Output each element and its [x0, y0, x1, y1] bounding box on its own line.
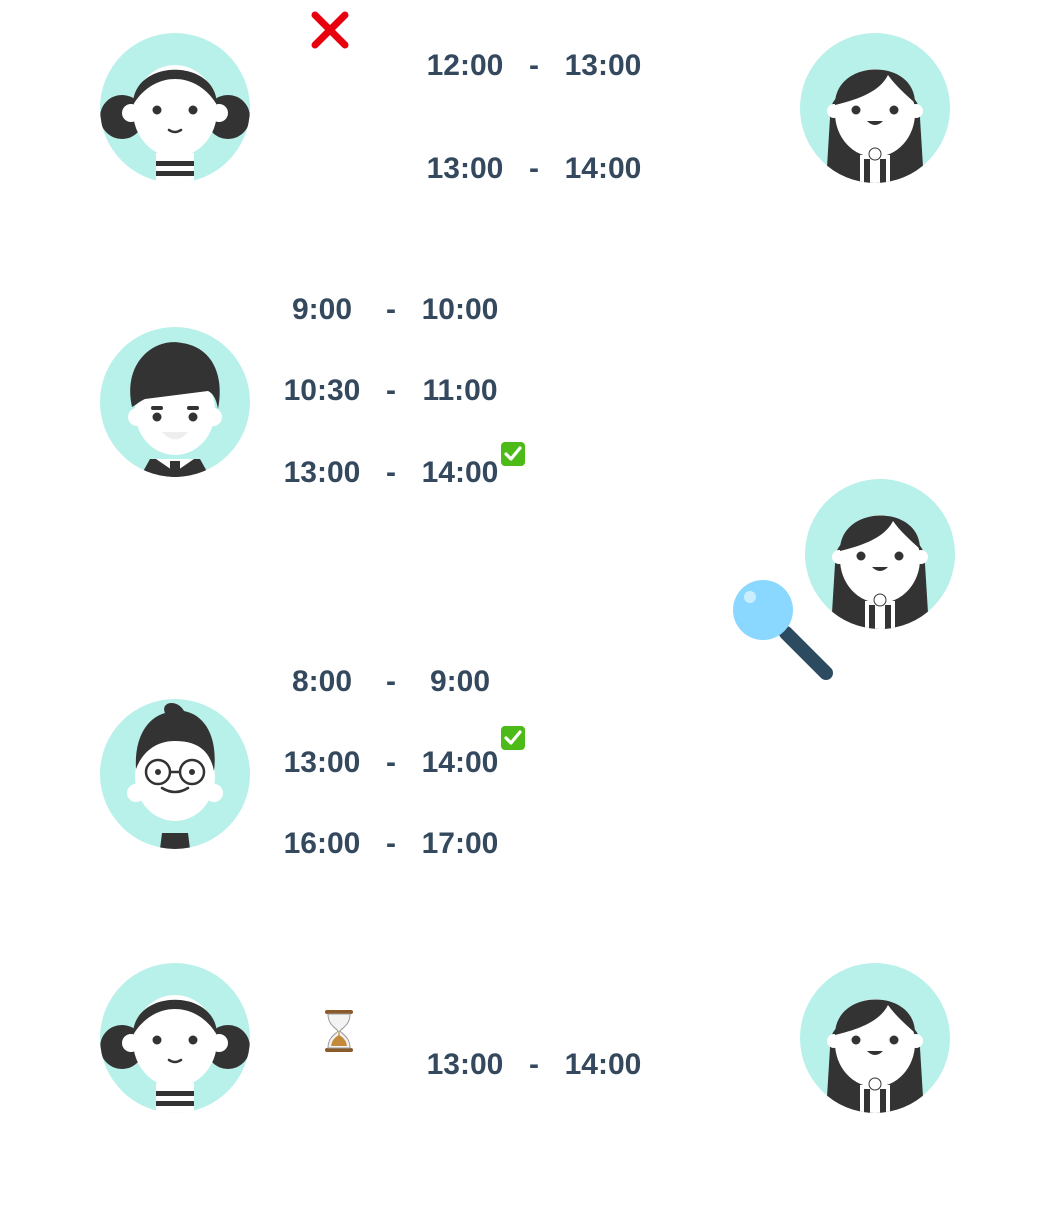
- time-slot-selected: 13:00 - 14:00: [267, 743, 517, 783]
- slot-separator: -: [529, 1048, 539, 1081]
- time-slot: 13:00 - 14:00: [410, 149, 660, 189]
- slot-end: 10:00: [421, 293, 499, 326]
- slot-start: 13:00: [283, 746, 361, 779]
- avatar-girl-buns: [100, 33, 250, 183]
- time-slot: 8:00 - 9:00: [267, 662, 517, 702]
- slot-separator: -: [386, 746, 396, 779]
- magnifier-icon: [728, 575, 838, 685]
- slot-start: 12:00: [426, 49, 504, 82]
- slot-start: 13:00: [283, 456, 361, 489]
- slot-start: 13:00: [426, 152, 504, 185]
- check-icon: [500, 725, 526, 751]
- avatar-boy-quiff: [100, 327, 250, 477]
- slot-separator: -: [386, 374, 396, 407]
- check-icon: [500, 441, 526, 467]
- avatar-woman-long-hair: [800, 33, 950, 183]
- slot-end: 14:00: [421, 746, 499, 779]
- slot-separator: -: [386, 665, 396, 698]
- slot-end: 9:00: [429, 665, 491, 698]
- avatar-person-glasses: [100, 699, 250, 849]
- slot-start: 9:00: [291, 293, 353, 326]
- slot-start: 8:00: [291, 665, 353, 698]
- time-slot-selected: 13:00 - 14:00: [267, 453, 517, 493]
- avatar-girl-buns: [100, 963, 250, 1113]
- time-slot: 13:00 - 14:00: [410, 1045, 660, 1085]
- slot-end: 14:00: [564, 1048, 642, 1081]
- time-slot: 12:00 - 13:00: [410, 46, 660, 86]
- time-slot: 10:30 - 11:00: [267, 371, 517, 411]
- slot-end: 14:00: [564, 152, 642, 185]
- slot-separator: -: [386, 827, 396, 860]
- slot-start: 10:30: [283, 374, 361, 407]
- slot-separator: -: [386, 293, 396, 326]
- slot-end: 13:00: [564, 49, 642, 82]
- cross-icon: [310, 10, 350, 50]
- slot-end: 17:00: [421, 827, 499, 860]
- time-slot: 16:00 - 17:00: [267, 824, 517, 864]
- slot-end: 11:00: [422, 374, 498, 407]
- slot-separator: -: [529, 49, 539, 82]
- avatar-woman-long-hair: [805, 479, 955, 629]
- slot-start: 13:00: [426, 1048, 504, 1081]
- slot-separator: -: [529, 152, 539, 185]
- slot-separator: -: [386, 456, 396, 489]
- time-slot: 9:00 - 10:00: [267, 290, 517, 330]
- hourglass-icon: [322, 1009, 356, 1053]
- avatar-woman-long-hair: [800, 963, 950, 1113]
- slot-end: 14:00: [421, 456, 499, 489]
- slot-start: 16:00: [283, 827, 361, 860]
